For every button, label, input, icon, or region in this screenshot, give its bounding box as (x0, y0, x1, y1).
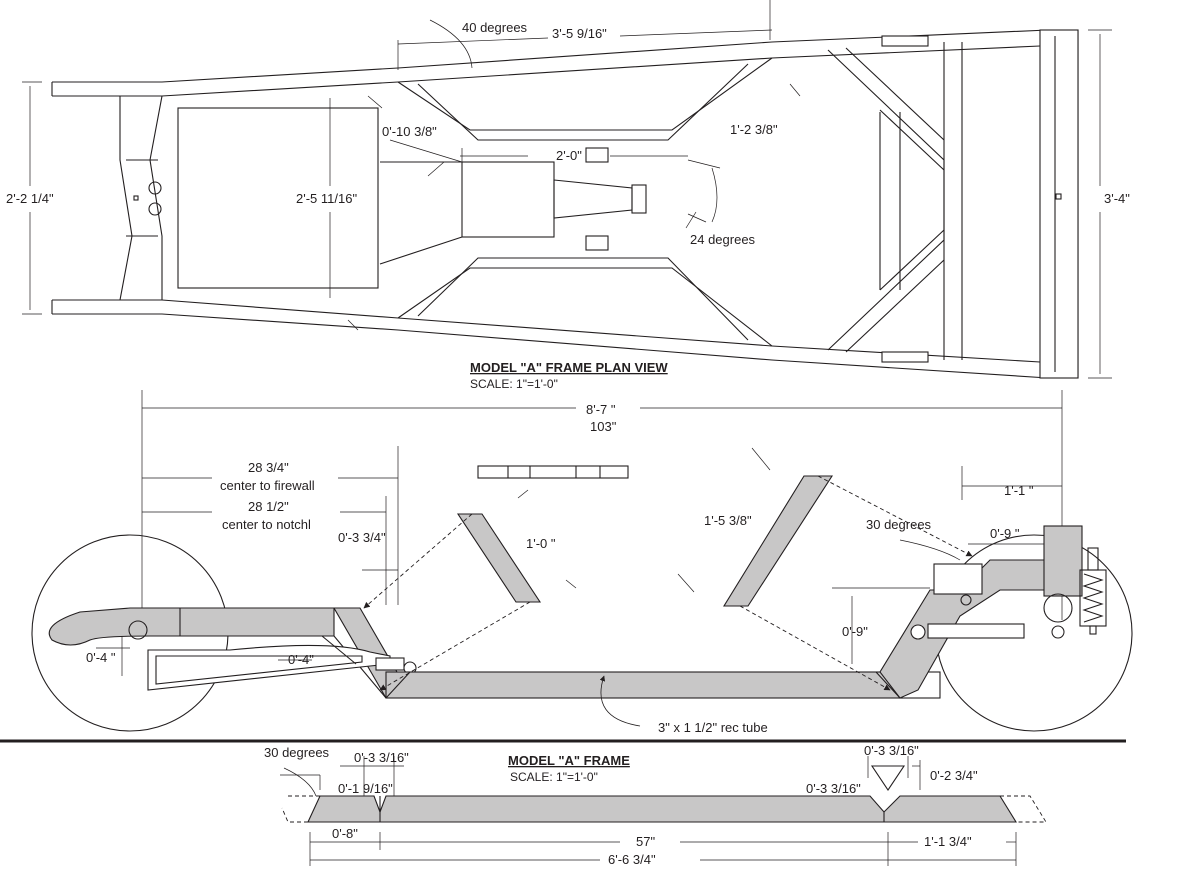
plan-title: MODEL "A" FRAME PLAN VIEW (470, 360, 668, 375)
bottom-end-len: 0'-8" (332, 826, 358, 841)
bottom-view (280, 756, 1047, 866)
plan-offset: 0'-10 3/8" (382, 124, 437, 139)
main-rail-tube (385, 671, 903, 699)
side-rear-kick: 1'-1 " (1004, 483, 1034, 498)
side-tube-label: 3" x 1 1/2" rec tube (658, 720, 768, 735)
bottom-notch-b: 0'-1 9/16" (338, 781, 393, 796)
plan-frame-upper-rail (52, 29, 1079, 379)
plan-front-length: 3'-5 9/16" (552, 26, 607, 41)
rear-gusset (723, 475, 834, 607)
front-frame-horn (48, 607, 335, 646)
plan-center-width: 2'-0" (556, 148, 582, 163)
side-rear-step: 0'-9 " (990, 526, 1020, 541)
side-notch-dist: 28 1/2" (248, 499, 289, 514)
plan-left-width: 2'-2 1/4" (6, 191, 54, 206)
bottom-rear-len: 1'-1 3/4" (924, 834, 972, 849)
plan-rear-crossmember (1039, 29, 1079, 379)
bottom-rear-notch-depth: 0'-2 3/4" (930, 768, 978, 783)
side-title: MODEL "A" FRAME (508, 753, 630, 768)
bottom-notch-a: 0'-3 3/16" (354, 750, 409, 765)
plan-rear-angle-len: 1'-2 3/8" (730, 122, 778, 137)
side-wheelbase-in: 103" (590, 419, 617, 434)
side-view (0, 390, 1133, 743)
bottom-angle: 30 degrees (264, 745, 330, 760)
plan-angle-front: 40 degrees (462, 20, 528, 35)
plan-view (22, 0, 1112, 379)
bottom-center-len: 57" (636, 834, 655, 849)
bottom-rear-notch-top: 0'-3 3/16" (864, 743, 919, 758)
bottom-rail (307, 795, 1017, 823)
bottom-rear-notch (870, 765, 906, 791)
side-notch-label: center to notchl (222, 517, 311, 532)
side-scale: SCALE: 1"=1'-0" (510, 770, 598, 784)
notch-piece (477, 465, 629, 479)
plan-front-crossmember (119, 95, 163, 301)
front-gusset (456, 513, 542, 603)
side-drop-front: 0'-3 3/4" (338, 530, 386, 545)
plan-engine-bay (177, 107, 379, 289)
side-firewall-dist: 28 3/4" (248, 460, 289, 475)
plan-dim-lines (22, 0, 1112, 379)
side-wheelbase: 8'-7 " (586, 402, 616, 417)
plan-inner-width: 2'-5 11/16" (296, 191, 357, 206)
side-gusset-rear-len: 1'-5 3/8" (704, 513, 752, 528)
bottom-total-len: 6'-6 3/4" (608, 852, 656, 867)
side-angle-rear: 30 degrees (866, 517, 932, 532)
plan-angle-rear: 24 degrees (690, 232, 756, 247)
bottom-rear-notch-side: 0'-3 3/16" (806, 781, 861, 796)
side-front-drop: 0'-4" (288, 652, 314, 667)
side-rear-height: 0'-9" (842, 624, 868, 639)
side-gusset-front-len: 1'-0 " (526, 536, 556, 551)
side-firewall-label: center to firewall (220, 478, 315, 493)
plan-scale: SCALE: 1"=1'-0" (470, 377, 558, 391)
side-front-height: 0'-4 " (86, 650, 116, 665)
plan-transmission (461, 161, 555, 238)
plan-rear-width: 3'-4" (1104, 191, 1130, 206)
